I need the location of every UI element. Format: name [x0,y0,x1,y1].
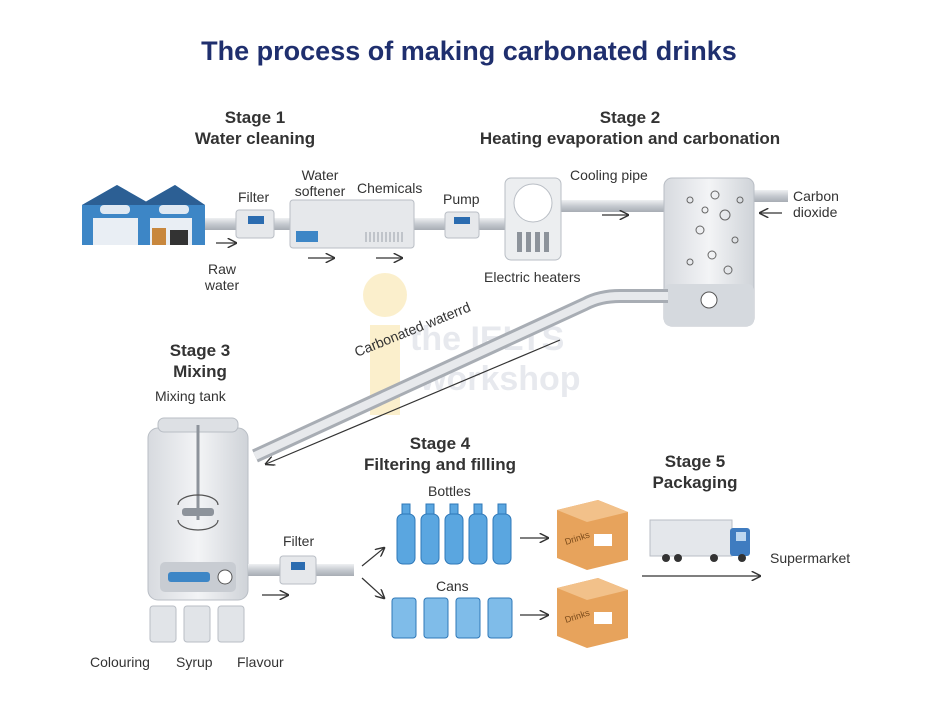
bottles-label: Bottles [428,483,471,499]
electric-heater-icon [504,177,562,261]
carbonation-tank-icon [663,177,755,327]
pipe-segment [476,218,508,230]
page-title: The process of making carbonated drinks [201,36,737,66]
colouring-container [149,605,177,643]
pipe-segment [200,218,240,230]
filter-top-label: Filter [238,189,270,205]
pipe-segment [270,218,292,230]
stage-2-name: Heating evaporation and carbonation [479,129,781,148]
pipe-segment [412,218,448,230]
pipe-segment [248,564,282,576]
flavour-label: Flavour [237,654,284,670]
filter-icon [279,555,317,585]
bottle-icon [396,503,512,565]
stage-4-number: Stage 4 [409,434,471,453]
arrow-icon [216,213,782,615]
water-softener-icon [289,199,415,249]
carbonated-water-pipe [252,289,668,463]
carbon-dioxide-label-line2: dioxide [793,204,838,220]
flavour-container [217,605,245,643]
stage-1-name: Water cleaning [194,129,316,148]
cans-label: Cans [436,578,469,594]
factory-icon [82,185,205,245]
stage-1-heading: Stage 1 Water cleaning [170,107,340,149]
filter-icon [235,209,275,239]
can-icon [391,597,513,639]
pipe-segment [314,564,354,576]
carbon-dioxide-label-line1: Carbon [793,188,839,204]
pump-icon [444,211,480,239]
raw-water-label: Raw water [198,261,246,293]
stage-4-name: Filtering and filling [363,455,517,474]
stage-2-heading: Stage 2 Heating evaporation and carbonat… [440,107,820,149]
colouring-label: Colouring [90,654,150,670]
syrup-container [183,605,211,643]
supermarket-label: Supermarket [770,550,851,566]
water-softener-label-line2: softener [294,183,346,199]
stage-3-name: Mixing [173,362,227,381]
filter-bottom-label: Filter [283,533,315,549]
water-softener-label: Water softener [288,167,352,199]
cooling-pipe [558,200,668,212]
box-icon [557,578,628,648]
cooling-pipe-label: Cooling pipe [570,167,648,183]
mixing-tank-label: Mixing tank [155,388,226,404]
raw-water-label-line1: Raw [207,261,236,277]
water-softener-label-line1: Water [301,167,339,183]
stage-3-heading: Stage 3 Mixing [150,340,250,382]
stage-5-number: Stage 5 [664,452,726,471]
syrup-label: Syrup [176,654,213,670]
stage-2-number: Stage 2 [599,108,661,127]
chemicals-label: Chemicals [357,180,423,196]
raw-water-label-line2: water [204,277,240,293]
carbonated-water-pipe-highlight [253,292,668,460]
truck-icon [649,519,750,562]
stage-5-heading: Stage 5 Packaging [630,451,760,493]
box-icon [557,500,628,570]
mixing-tank-icon [147,417,249,643]
electric-heaters-label: Electric heaters [484,269,581,285]
pump-label: Pump [443,191,480,207]
stage-1-number: Stage 1 [224,108,286,127]
stage-3-number: Stage 3 [169,341,231,360]
co2-pipe [752,190,788,202]
stage-4-heading: Stage 4 Filtering and filling [350,433,530,475]
stage-5-name: Packaging [652,473,738,492]
carbon-dioxide-label: Carbon dioxide [793,188,839,220]
